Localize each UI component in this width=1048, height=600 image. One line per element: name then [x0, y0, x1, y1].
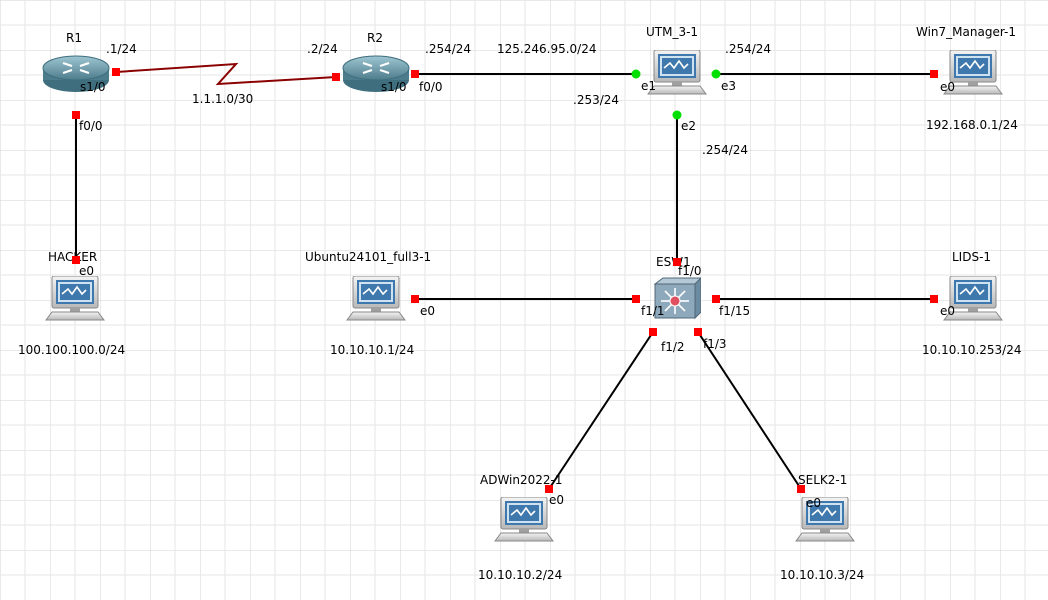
- port-r2-s10-status: [332, 73, 340, 81]
- port-indicators: [72, 68, 938, 493]
- port-label-r1-s10: s1/0: [80, 80, 106, 94]
- ip-address: 192.168.0.1/24: [926, 118, 1018, 132]
- device-ubuntu[interactable]: Ubuntu24101_full3-1 10.10.10.1/24: [305, 250, 431, 357]
- port-label-esw-f10: f1/0: [678, 264, 702, 278]
- firewall-appliance-icon: [647, 50, 707, 95]
- port-utm-e2-status: [672, 110, 682, 120]
- port-label-win7-e0: e0: [940, 80, 955, 94]
- device-utm[interactable]: UTM_3-1: [646, 25, 707, 95]
- port-esw-f10-status: [673, 258, 681, 266]
- address-labels: .1/24 .2/24 1.1.1.0/30 .254/24 125.246.9…: [106, 42, 771, 157]
- device-win7[interactable]: Win7_Manager-1 192.168.0.1/24: [916, 25, 1018, 132]
- link-esw-selk[interactable]: [697, 331, 802, 490]
- ip-label-utm-e3: .254/24: [725, 42, 771, 56]
- device-name: Ubuntu24101_full3-1: [305, 250, 431, 264]
- ip-label-utm-e1: .253/24: [573, 93, 619, 107]
- port-label-hacker-e0: e0: [79, 264, 94, 278]
- device-name: SELK2-1: [798, 473, 847, 487]
- ip-address: 10.10.10.3/24: [780, 568, 864, 582]
- network-label-serial: 1.1.1.0/30: [192, 92, 253, 106]
- desktop-pc-icon: [494, 497, 554, 542]
- ip-address: 10.10.10.2/24: [478, 568, 562, 582]
- port-label-utm-e1: e1: [641, 79, 656, 93]
- desktop-pc-icon: [795, 497, 855, 542]
- ip-label-utm-e2: .254/24: [702, 143, 748, 157]
- port-utm-e1-status: [631, 69, 641, 79]
- port-label-lids-e0: e0: [940, 304, 955, 318]
- links: [75, 62, 934, 490]
- device-name: UTM_3-1: [646, 25, 698, 39]
- ip-label-r2-s10: .2/24: [307, 42, 338, 56]
- port-hacker-e0-status: [72, 256, 80, 264]
- port-selk-e0-status: [797, 485, 805, 493]
- ip-address: 100.100.100.0/24: [18, 343, 125, 357]
- device-lids[interactable]: LIDS-1 10.10.10.253/24: [922, 250, 1021, 357]
- port-label-esw-f12: f1/2: [661, 340, 685, 354]
- port-r2-f00-status: [411, 70, 419, 78]
- device-name: ADWin2022-1: [480, 473, 563, 487]
- device-name: R1: [66, 31, 82, 45]
- ip-address: 10.10.10.1/24: [330, 343, 414, 357]
- port-esw-f12-status: [649, 328, 657, 336]
- device-r1[interactable]: R1: [42, 31, 110, 93]
- port-label-utm-e3: e3: [721, 79, 736, 93]
- port-r1-s10-status: [112, 68, 120, 76]
- port-lids-e0-status: [930, 295, 938, 303]
- port-label-selk-e0: e0: [806, 496, 821, 510]
- device-selk[interactable]: SELK2-1 10.10.10.3/24: [780, 473, 864, 582]
- network-label-wan: 125.246.95.0/24: [497, 42, 596, 56]
- port-label-ubuntu-e0: e0: [420, 304, 435, 318]
- port-esw-f13-status: [694, 328, 702, 336]
- ip-address: 10.10.10.253/24: [922, 343, 1021, 357]
- desktop-pc-icon: [346, 276, 406, 321]
- ip-label-r2-f00: .254/24: [425, 42, 471, 56]
- device-adwin[interactable]: ADWin2022-1 10.10.10.2/24: [478, 473, 563, 582]
- serial-link-r1-r2[interactable]: [115, 62, 337, 86]
- device-name: LIDS-1: [952, 250, 991, 264]
- port-label-esw-f115: f1/15: [719, 304, 750, 318]
- port-utm-e3-status: [711, 69, 721, 79]
- port-label-esw-f11: f1/1: [641, 304, 665, 318]
- port-esw-f115-status: [712, 295, 720, 303]
- port-label-adwin-e0: e0: [549, 493, 564, 507]
- port-adwin-e0-status: [545, 485, 553, 493]
- port-label-r2-s10: s1/0: [381, 80, 407, 94]
- device-r2[interactable]: R2: [342, 31, 410, 93]
- port-ubuntu-e0-status: [411, 295, 419, 303]
- port-win7-e0-status: [930, 70, 938, 78]
- port-labels: s1/0 f0/0 s1/0 f0/0 e1 e3 e2 e0 e0 e0 f1…: [79, 79, 955, 510]
- port-esw-f11-status: [632, 295, 640, 303]
- ip-label-r1-s10: .1/24: [106, 42, 137, 56]
- port-label-r1-f00: f0/0: [79, 119, 103, 133]
- device-name: Win7_Manager-1: [916, 25, 1016, 39]
- port-label-esw-f13: f1/3: [703, 337, 727, 351]
- device-name: R2: [367, 31, 383, 45]
- desktop-pc-icon: [45, 276, 105, 321]
- port-r1-f00-status: [72, 111, 80, 119]
- port-label-r2-f00: f0/0: [419, 80, 443, 94]
- link-esw-adwin[interactable]: [548, 331, 654, 490]
- port-label-utm-e2: e2: [681, 119, 696, 133]
